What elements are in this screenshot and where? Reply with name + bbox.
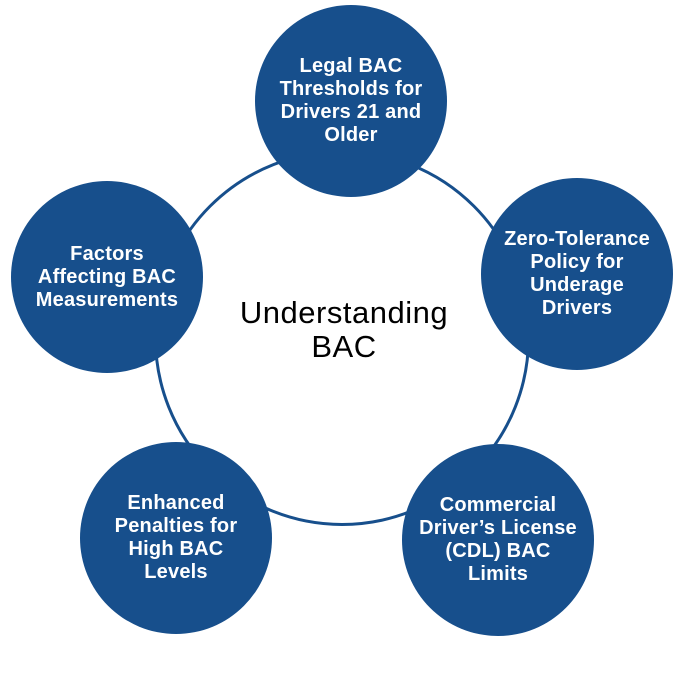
- diagram-center-title: Understanding BAC: [239, 295, 449, 364]
- node-zero-tolerance-policy: Zero-Tolerance Policy for Underage Drive…: [481, 178, 673, 370]
- node-zero-tolerance-policy-label: Zero-Tolerance Policy for Underage Drive…: [504, 228, 650, 319]
- node-cdl-bac-limits: Commercial Driver’s License (CDL) BAC Li…: [402, 444, 594, 636]
- node-legal-bac-thresholds: Legal BAC Thresholds for Drivers 21 and …: [255, 5, 447, 197]
- node-legal-bac-thresholds-label: Legal BAC Thresholds for Drivers 21 and …: [279, 55, 423, 146]
- node-enhanced-penalties: Enhanced Penalties for High BAC Levels: [80, 442, 272, 634]
- node-enhanced-penalties-label: Enhanced Penalties for High BAC Levels: [114, 492, 238, 583]
- node-cdl-bac-limits-label: Commercial Driver’s License (CDL) BAC Li…: [419, 494, 577, 585]
- node-factors-affecting-bac-label: Factors Affecting BAC Measurements: [35, 242, 179, 311]
- node-factors-affecting-bac: Factors Affecting BAC Measurements: [11, 181, 203, 373]
